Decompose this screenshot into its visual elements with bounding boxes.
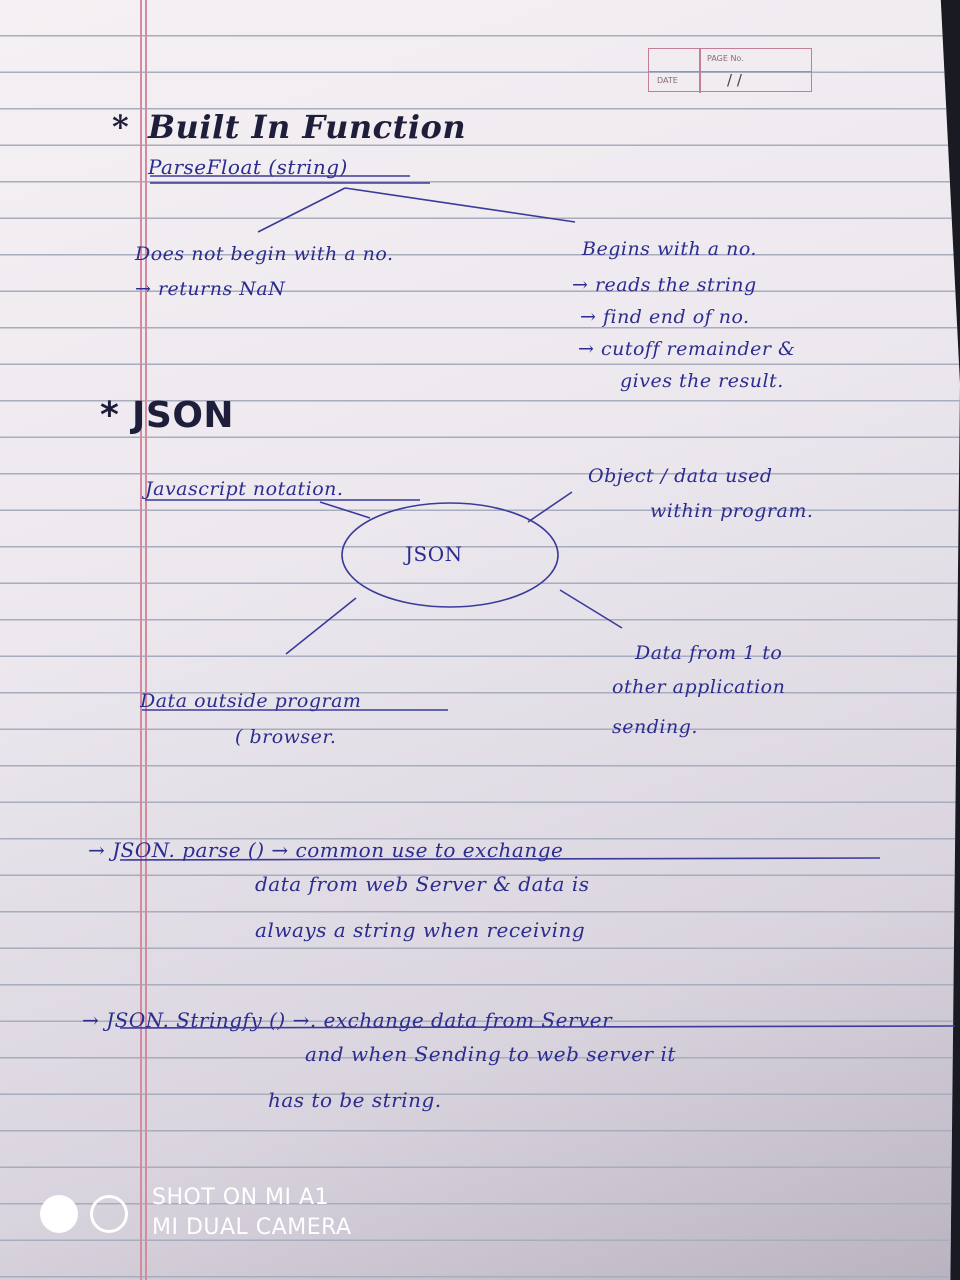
arrow-top-right bbox=[527, 491, 573, 523]
json-bottom-right-line-1: Data from 1 to bbox=[635, 642, 783, 664]
right-branch-line-3: → find end of no. bbox=[580, 306, 750, 328]
margin-line-left bbox=[140, 0, 142, 1280]
camera-dot-filled-icon bbox=[40, 1195, 78, 1233]
json-bottom-right-line-3: sending. bbox=[612, 716, 698, 738]
section2-title: JSON bbox=[132, 395, 235, 436]
section1-title: Built In Function bbox=[148, 108, 467, 146]
stringify-note-line-2: and when Sending to web server it bbox=[305, 1042, 676, 1066]
right-branch-line-4: → cutoff remainder & bbox=[578, 338, 796, 360]
arrow-top-left bbox=[319, 501, 371, 519]
parse-note-line-1: → JSON. parse () → common use to exchang… bbox=[88, 838, 564, 862]
date-value: / / bbox=[727, 71, 742, 89]
stringify-underline bbox=[119, 1025, 956, 1029]
json-bottom-left-line-2: ( browser. bbox=[235, 726, 337, 748]
date-box: PAGE No. DATE / / bbox=[648, 48, 812, 93]
right-branch-line-1: Begins with a no. bbox=[582, 238, 757, 260]
branch-right-line bbox=[344, 187, 576, 223]
branch-left-line bbox=[257, 187, 346, 233]
date-label: DATE bbox=[657, 76, 678, 85]
margin-line-right bbox=[145, 0, 147, 1280]
parse-underline bbox=[119, 857, 881, 861]
json-top-left-label: Javascript notation. bbox=[145, 478, 344, 500]
camera-dot-ring-icon bbox=[90, 1195, 128, 1233]
parse-note-line-3: always a string when receiving bbox=[255, 918, 586, 942]
bullet-star: * bbox=[112, 108, 130, 146]
page-no-label: PAGE No. bbox=[707, 54, 744, 63]
json-bottom-left-line-1: Data outside program bbox=[140, 690, 362, 712]
json-bottom-right-line-2: other application bbox=[612, 676, 786, 698]
camera-line-1: SHOT ON MI A1 bbox=[152, 1185, 330, 1210]
json-center-label: JSON bbox=[405, 542, 463, 566]
left-branch-line-2: → returns NaN bbox=[135, 278, 286, 300]
section1-subtitle: ParseFloat (string) bbox=[148, 155, 348, 179]
camera-line-2: MI DUAL CAMERA bbox=[152, 1215, 352, 1240]
json-top-right-line-2: within program. bbox=[650, 500, 814, 522]
json-top-right-line-1: Object / data used bbox=[588, 465, 773, 487]
bullet-star-2: * bbox=[100, 395, 120, 436]
arrow-bottom-right bbox=[559, 589, 623, 629]
stringify-note-line-3: has to be string. bbox=[268, 1088, 442, 1112]
right-branch-line-2: → reads the string bbox=[572, 274, 757, 296]
left-branch-line-1: Does not begin with a no. bbox=[135, 243, 394, 265]
json-ellipse bbox=[341, 502, 559, 608]
arrow-bottom-left bbox=[285, 597, 357, 655]
right-branch-line-5: gives the result. bbox=[620, 370, 784, 392]
parse-note-line-2: data from web Server & data is bbox=[255, 872, 590, 896]
